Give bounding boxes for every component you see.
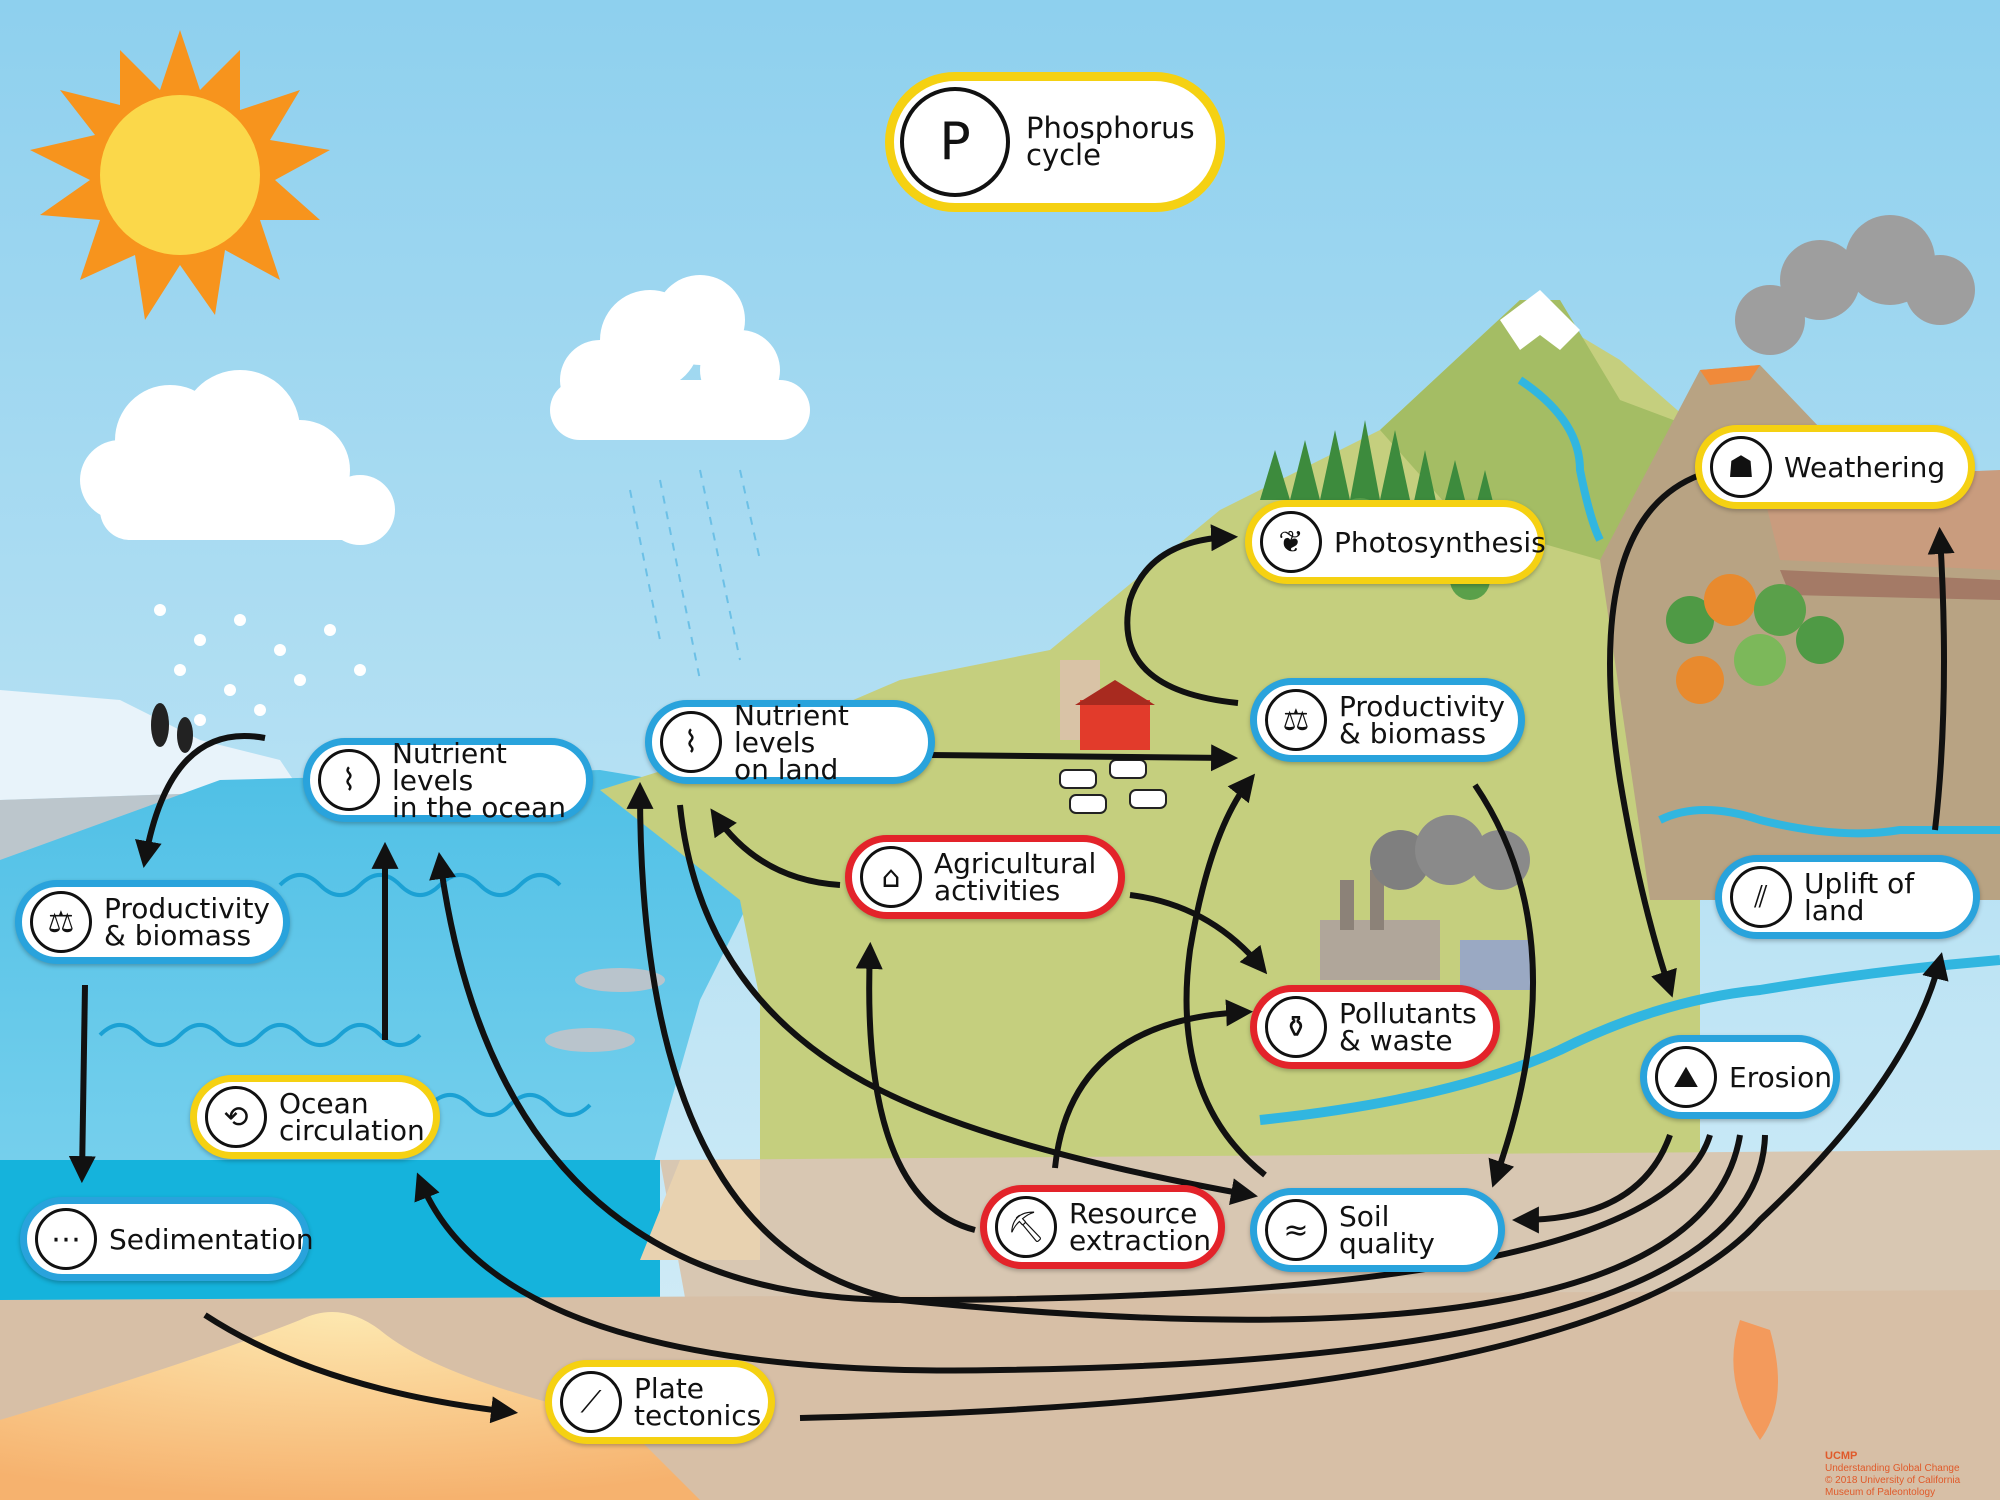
arrow-weathering-to-erosion xyxy=(1607,472,1702,998)
arrow-productivity-land-to-soil xyxy=(1472,783,1536,1188)
farm xyxy=(1060,660,1155,750)
uplift-icon: ⫽ xyxy=(1730,866,1792,928)
bottle-icon: ⚱ xyxy=(1265,996,1327,1058)
phosphorus-cycle-icon: P xyxy=(900,87,1010,197)
node-sedimentation[interactable]: ⋯ Sedimentation xyxy=(20,1197,314,1281)
arrow-nutrient-ocean-to-productivity xyxy=(135,733,266,868)
node-productivity-biomass-land[interactable]: ⚖ Productivity & biomass xyxy=(1250,678,1525,762)
no3-graph-icon: ⌇ xyxy=(660,711,722,773)
cows xyxy=(1059,759,1167,814)
node-label: Nutrient levels on land xyxy=(734,698,849,786)
node-uplift-of-land[interactable]: ⫽ Uplift of land xyxy=(1715,855,1980,939)
arrow-erosion-to-soil xyxy=(1511,1133,1673,1234)
node-ocean-circulation[interactable]: ⟲ Ocean circulation xyxy=(190,1075,440,1159)
node-label: Weathering xyxy=(1784,450,1946,484)
soil-worm-icon: ≈ xyxy=(1265,1199,1327,1261)
sun xyxy=(30,30,330,320)
rock-weathering-icon: ☗ xyxy=(1710,436,1772,498)
sediment-icon: ⋯ xyxy=(35,1208,97,1270)
node-label: Plate tectonics xyxy=(634,1372,762,1432)
farm-icon: ⌂ xyxy=(860,846,922,908)
node-label: Soil quality xyxy=(1339,1200,1435,1260)
cycle-arrows xyxy=(68,472,1955,1424)
node-photosynthesis[interactable]: ❦ Photosynthesis xyxy=(1245,500,1546,584)
snowcap xyxy=(1500,290,1580,350)
right-forest xyxy=(1666,574,1844,704)
erosion-icon: ⛰ xyxy=(1655,1046,1717,1108)
node-nutrient-levels-ocean[interactable]: ⌇ Nutrient levels in the ocean xyxy=(303,738,593,822)
oil-pump-icon: ⛏ xyxy=(995,1196,1057,1258)
magma-plume xyxy=(0,1312,700,1500)
credit-org: UCMP xyxy=(1825,1450,1858,1462)
node-agricultural-activities[interactable]: ⌂ Agricultural activities xyxy=(845,835,1125,919)
biomass-scale-icon: ⚖ xyxy=(30,891,92,953)
arrow-agricultural-to-pollutants xyxy=(1129,892,1268,975)
credit-line3: Museum of Paleontology xyxy=(1825,1487,1936,1498)
arrow-resource-to-agricultural xyxy=(855,941,976,1233)
biomass-scale-icon: ⚖ xyxy=(1265,689,1327,751)
arrow-productivity-land-to-photosynthesis xyxy=(1124,524,1239,706)
node-pollutants-waste[interactable]: ⚱ Pollutants & waste xyxy=(1250,985,1500,1069)
factory xyxy=(1320,815,1530,990)
credit-line2: © 2018 University of California xyxy=(1825,1475,1961,1486)
node-label: Pollutants & waste xyxy=(1339,997,1477,1057)
no3-graph-icon: ⌇ xyxy=(318,749,380,811)
arrow-soil-to-productivity-land xyxy=(1183,773,1267,1178)
node-label: Resource extraction xyxy=(1069,1197,1211,1257)
node-label: Agricultural activities xyxy=(934,847,1097,907)
glacier xyxy=(0,690,300,800)
cloud-middle xyxy=(550,275,810,440)
node-soil-quality[interactable]: ≈ Soil quality xyxy=(1250,1188,1505,1272)
ucmp-credit: UCMP Understanding Global Change © 2018 … xyxy=(1825,1450,1960,1499)
node-label: Erosion xyxy=(1729,1060,1832,1094)
arrow-productivity-to-sedimentation xyxy=(68,984,96,1184)
phosphorus-cycle-title: P Phosphorus cycle xyxy=(885,72,1225,212)
node-label: Uplift of land xyxy=(1804,867,1915,927)
dolphins xyxy=(545,968,665,1052)
node-erosion[interactable]: ⛰ Erosion xyxy=(1640,1035,1840,1119)
node-productivity-biomass-ocean[interactable]: ⚖ Productivity & biomass xyxy=(15,880,290,964)
ocean-waves xyxy=(98,873,592,1117)
node-label: Ocean circulation xyxy=(279,1087,425,1147)
node-label: Productivity & biomass xyxy=(104,892,270,952)
node-plate-tectonics[interactable]: ⟋ Plate tectonics xyxy=(545,1360,775,1444)
arrow-nutrient-land-to-productivity-land xyxy=(929,744,1239,772)
credit-line1: Understanding Global Change xyxy=(1825,1463,1960,1474)
node-label: Productivity & biomass xyxy=(1339,690,1505,750)
node-label: Nutrient levels in the ocean xyxy=(392,736,566,824)
node-label: Sedimentation xyxy=(109,1222,314,1256)
arrow-agricultural-to-nutrient-land xyxy=(710,808,841,888)
node-weathering[interactable]: ☗ Weathering xyxy=(1695,425,1975,509)
rain xyxy=(629,469,761,681)
arrow-plate-to-uplift xyxy=(799,952,1949,1421)
node-label: Photosynthesis xyxy=(1334,525,1546,559)
hotspot xyxy=(1733,1320,1778,1440)
title-label: Phosphorus cycle xyxy=(1026,111,1195,172)
arrow-sedimentation-to-plate xyxy=(203,1312,519,1424)
leaf-icon: ❦ xyxy=(1260,511,1322,573)
node-resource-extraction[interactable]: ⛏ Resource extraction xyxy=(980,1185,1225,1269)
arrow-nutrient-land-to-soil xyxy=(677,804,1258,1205)
arrow-soil-to-nutrient-ocean-deep xyxy=(414,1134,1768,1374)
node-nutrient-levels-land[interactable]: ⌇ Nutrient levels on land xyxy=(645,700,935,784)
cloud-left xyxy=(80,370,395,545)
penguins xyxy=(151,703,193,753)
arrow-uplift-to-weathering xyxy=(1927,526,1955,831)
volcano-smoke xyxy=(1735,215,1975,355)
snowfall xyxy=(154,604,366,726)
plate-tectonics-icon: ⟋ xyxy=(560,1371,622,1433)
arrow-erosion-to-nutrient-land xyxy=(626,781,1743,1323)
river xyxy=(1517,376,2000,838)
circulation-icon: ⟲ xyxy=(205,1086,267,1148)
arrow-resource-to-pollutants xyxy=(1052,999,1254,1169)
